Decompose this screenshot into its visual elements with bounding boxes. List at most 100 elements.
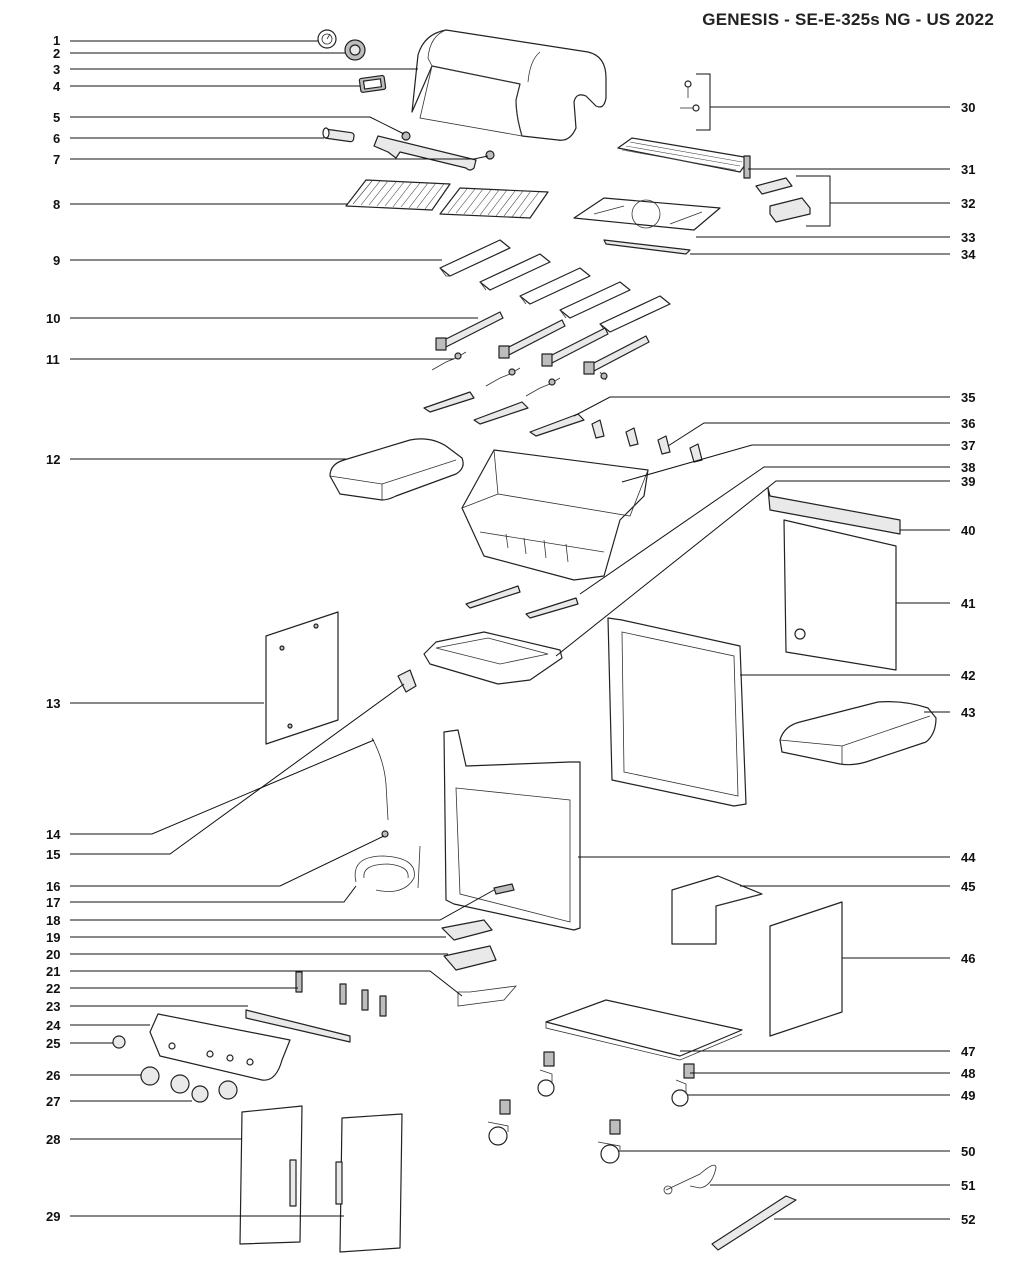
part-lid-handle xyxy=(373,131,495,171)
part-label-5: 5 xyxy=(53,110,60,125)
part-label-7: 7 xyxy=(53,152,60,167)
part-label-45: 45 xyxy=(961,879,975,894)
part-control-knobs xyxy=(140,1066,238,1103)
leader-lines xyxy=(70,40,950,1220)
part-cookbox xyxy=(461,449,649,581)
part-thermometer-bezel xyxy=(344,39,366,61)
part-cabinet-bracket xyxy=(671,875,763,945)
part-burner-frame xyxy=(573,197,721,231)
part-cooking-grates xyxy=(345,179,549,219)
part-valves-manifold xyxy=(245,971,387,1043)
part-mounting-clips xyxy=(591,419,703,463)
part-label-51: 51 xyxy=(961,1178,975,1193)
part-label-16: 16 xyxy=(46,879,60,894)
part-name-badge xyxy=(358,74,387,93)
part-label-38: 38 xyxy=(961,460,975,475)
part-grease-tray xyxy=(423,631,563,685)
part-drip-clip xyxy=(493,883,515,895)
part-control-panel xyxy=(149,1013,291,1081)
part-label-39: 39 xyxy=(961,474,975,489)
part-label-20: 20 xyxy=(46,947,60,962)
diagram-title: GENESIS - SE-E-325s NG - US 2022 xyxy=(702,10,994,29)
part-side-table-left xyxy=(329,438,464,501)
part-label-10: 10 xyxy=(46,311,60,326)
part-supply-hose xyxy=(354,845,421,892)
part-label-35: 35 xyxy=(961,390,975,405)
part-label-48: 48 xyxy=(961,1066,975,1081)
part-side-panel-left xyxy=(265,611,339,745)
part-screws xyxy=(680,80,700,112)
part-label-17: 17 xyxy=(46,895,60,910)
part-label-26: 26 xyxy=(46,1068,60,1083)
part-label-23: 23 xyxy=(46,999,60,1014)
part-right-frame xyxy=(607,617,747,807)
part-label-47: 47 xyxy=(961,1044,975,1059)
part-drip-pan-holder xyxy=(457,985,517,1007)
part-igniter-electrodes xyxy=(431,351,608,397)
part-bottom-shelf xyxy=(545,999,743,1061)
part-bottom-rails xyxy=(465,585,579,619)
part-gas-hose xyxy=(371,737,389,838)
part-label-11: 11 xyxy=(46,352,60,367)
part-back-panel xyxy=(783,519,897,671)
part-lid xyxy=(411,29,607,141)
part-label-30: 30 xyxy=(961,100,975,115)
part-heat-deflectors xyxy=(423,391,585,437)
part-label-14: 14 xyxy=(46,827,61,842)
part-label-40: 40 xyxy=(961,523,975,538)
part-hose-bracket xyxy=(397,669,417,693)
part-doors xyxy=(239,1105,403,1253)
part-label-12: 12 xyxy=(46,452,60,467)
part-label-37: 37 xyxy=(961,438,975,453)
part-label-42: 42 xyxy=(961,668,975,683)
part-label-34: 34 xyxy=(961,247,976,262)
part-handle-light xyxy=(322,127,355,143)
part-label-13: 13 xyxy=(46,696,60,711)
part-label-44: 44 xyxy=(961,850,976,865)
part-label-6: 6 xyxy=(53,131,60,146)
part-warming-rack xyxy=(617,137,751,179)
part-left-frame xyxy=(443,729,581,931)
part-tool-hook xyxy=(663,1164,717,1195)
part-label-15: 15 xyxy=(46,847,60,862)
part-rack-brackets xyxy=(755,177,811,223)
part-casters xyxy=(487,1051,695,1164)
part-grease-strip xyxy=(603,239,691,255)
part-label-4: 4 xyxy=(53,79,61,94)
part-label-21: 21 xyxy=(46,964,60,979)
part-drip-pans xyxy=(441,919,497,971)
part-label-18: 18 xyxy=(46,913,60,928)
part-label-52: 52 xyxy=(961,1212,975,1227)
part-label-33: 33 xyxy=(961,230,975,245)
part-label-28: 28 xyxy=(46,1132,60,1147)
part-flavorizer-bars xyxy=(439,239,671,333)
parts-layer xyxy=(112,29,937,1253)
part-label-8: 8 xyxy=(53,197,60,212)
part-label-36: 36 xyxy=(961,416,975,431)
part-label-29: 29 xyxy=(46,1209,60,1224)
part-label-32: 32 xyxy=(961,196,975,211)
part-label-27: 27 xyxy=(46,1094,60,1109)
part-label-25: 25 xyxy=(46,1036,60,1051)
part-label-1: 1 xyxy=(53,33,60,48)
part-label-31: 31 xyxy=(961,162,975,177)
part-label-22: 22 xyxy=(46,981,60,996)
part-label-50: 50 xyxy=(961,1144,975,1159)
part-thermometer xyxy=(317,29,337,49)
part-burner-tubes xyxy=(435,311,650,375)
part-label-46: 46 xyxy=(961,951,975,966)
part-label-19: 19 xyxy=(46,930,60,945)
part-number-labels: 1 2 3 4 5 6 7 8 9 10 11 12 13 14 15 16 1… xyxy=(46,33,976,1227)
part-label-43: 43 xyxy=(961,705,975,720)
part-grill-brush xyxy=(711,1195,797,1251)
part-label-41: 41 xyxy=(961,596,975,611)
part-label-9: 9 xyxy=(53,253,60,268)
part-label-2: 2 xyxy=(53,46,60,61)
part-label-49: 49 xyxy=(961,1088,975,1103)
part-side-panel-right xyxy=(769,901,843,1037)
part-label-3: 3 xyxy=(53,62,60,77)
part-label-24: 24 xyxy=(46,1018,61,1033)
part-igniter-button xyxy=(112,1035,126,1049)
part-back-strip xyxy=(767,487,901,535)
